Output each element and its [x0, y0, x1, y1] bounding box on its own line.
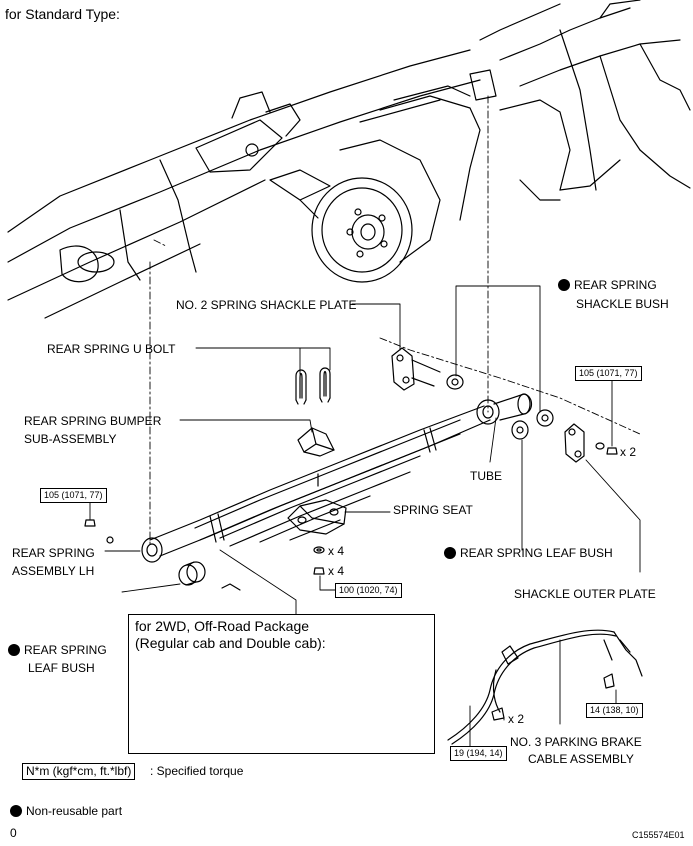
- torque-shackle-nut: 105 (1071, 77): [575, 366, 642, 381]
- legend-torque-text: : Specified torque: [150, 764, 244, 778]
- label-shackle-bush: REAR SPRING: [558, 278, 657, 292]
- label-shackle-bush-line2: SHACKLE BUSH: [576, 297, 669, 311]
- spring-bumper: [297, 427, 335, 457]
- non-reusable-dot-icon: [444, 547, 456, 559]
- figure-code: C155574E01: [632, 830, 685, 840]
- inset-caption-line2: (Regular cab and Double cab):: [135, 635, 326, 651]
- multiplier-nut: x 4: [328, 564, 345, 578]
- label-u-bolt: REAR SPRING U BOLT: [47, 342, 176, 356]
- label-leaf-bush-right: REAR SPRING LEAF BUSH: [444, 546, 613, 560]
- front-bush-hardware: [84, 519, 241, 591]
- shackle-assembly: [391, 347, 618, 463]
- label-spring-shackle-plate: NO. 2 SPRING SHACKLE PLATE: [176, 298, 357, 312]
- label-leaf-bush-left-line2: LEAF BUSH: [28, 661, 95, 675]
- spring-seat: [287, 499, 347, 535]
- label-assembly-line2: ASSEMBLY LH: [12, 564, 95, 578]
- u-bolts: [295, 367, 331, 405]
- inset-offroad-package: for 2WD, Off-Road Package (Regular cab a…: [128, 614, 435, 754]
- label-bumper-line2: SUB-ASSEMBLY: [24, 432, 117, 446]
- legend-torque-unit: N*m (kgf*cm, ft.*lbf): [22, 763, 136, 780]
- brake-drum: [311, 177, 413, 283]
- label-shackle-outer-plate: SHACKLE OUTER PLATE: [514, 587, 656, 601]
- inset-caption: for 2WD, Off-Road Package (Regular cab a…: [135, 618, 326, 652]
- torque-brake-bolt-right: 14 (138, 10): [586, 703, 643, 718]
- page-mark: 0: [10, 826, 17, 840]
- multiplier-brake: x 2: [508, 712, 525, 726]
- leader-lines: [89, 285, 641, 747]
- torque-front-nut: 105 (1071, 77): [40, 488, 107, 503]
- parking-brake-cable: [447, 629, 643, 745]
- label-leaf-bush-left: REAR SPRING: [8, 643, 107, 657]
- label-parking-brake-line1: NO. 3 PARKING BRAKE: [510, 735, 642, 749]
- non-reusable-dot-icon: [558, 279, 570, 291]
- label-bumper-line1: REAR SPRING BUMPER: [24, 414, 162, 428]
- multiplier-shackle: x 2: [620, 445, 637, 459]
- non-reusable-dot-icon: [10, 805, 22, 817]
- label-assembly-line1: REAR SPRING: [12, 546, 95, 560]
- u-bolt-hardware: [313, 546, 325, 575]
- torque-brake-bolt-left: 19 (194, 14): [450, 746, 507, 761]
- page-title: for Standard Type:: [5, 6, 120, 22]
- leaf-spring: [141, 399, 500, 563]
- label-tube: TUBE: [470, 469, 503, 483]
- torque-u-bolt-nut: 100 (1020, 74): [335, 583, 402, 598]
- legend-non-reusable: Non-reusable part: [10, 804, 122, 818]
- label-spring-seat: SPRING SEAT: [393, 503, 473, 517]
- vehicle-frame: [7, 0, 691, 319]
- inset-caption-line1: for 2WD, Off-Road Package: [135, 618, 310, 634]
- multiplier-washer: x 4: [328, 544, 345, 558]
- non-reusable-dot-icon: [8, 644, 20, 656]
- label-parking-brake-line2: CABLE ASSEMBLY: [528, 752, 634, 766]
